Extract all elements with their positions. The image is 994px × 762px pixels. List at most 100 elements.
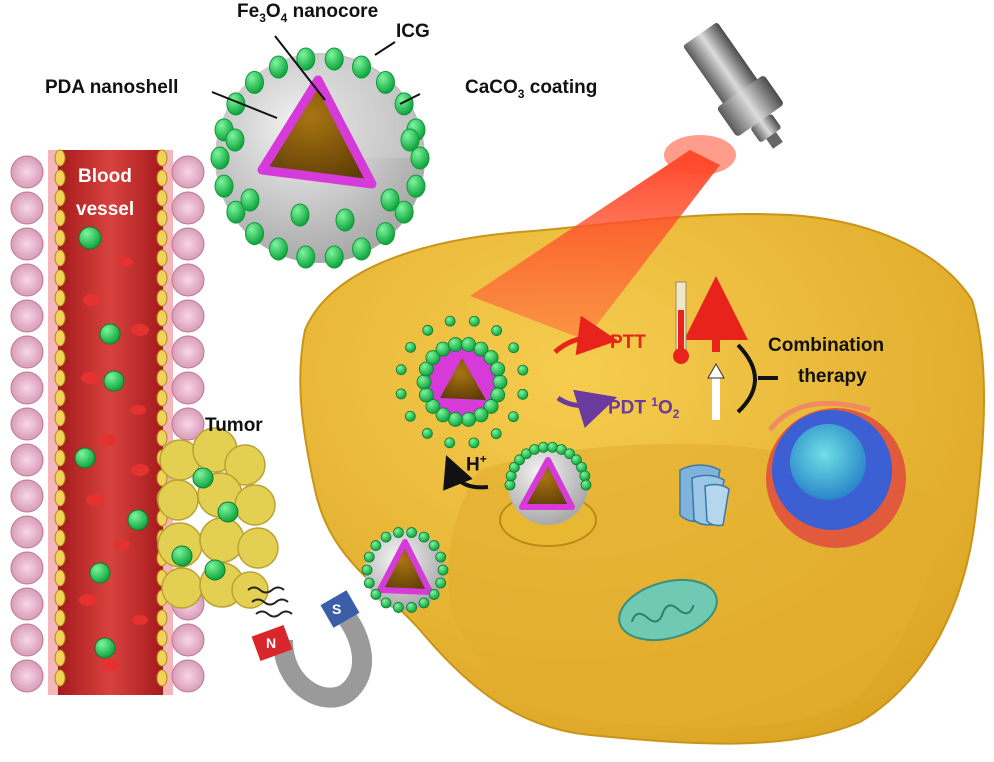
mitochondrion	[618, 579, 718, 641]
icg-dot	[418, 531, 430, 543]
endothelial-cell	[54, 529, 66, 547]
endothelial-cell	[54, 249, 66, 267]
endothelial-cell	[54, 489, 66, 507]
icg-dot	[468, 437, 480, 449]
icg-dot	[418, 387, 434, 403]
icg-dot	[245, 222, 265, 246]
endothelial-cell	[156, 669, 168, 687]
red-blood-cells-in-vessel	[79, 257, 149, 671]
icg-dot	[380, 188, 400, 212]
cell-outside-vessel	[171, 371, 205, 405]
icg-dot	[538, 441, 549, 453]
endothelial-cell	[156, 189, 168, 207]
icg-dot	[375, 222, 395, 246]
endothelial-cell	[156, 209, 168, 227]
icg-dot	[473, 407, 489, 423]
endothelial-cell	[54, 349, 66, 367]
endothelial-cell	[156, 269, 168, 287]
icg-dot	[268, 55, 288, 79]
icg-dot	[425, 350, 441, 365]
icg-dot	[393, 602, 404, 613]
icg-dot	[394, 92, 414, 116]
cell-outside-vessel	[10, 299, 44, 333]
icg-dot	[579, 470, 591, 482]
magnet-icon	[247, 586, 373, 708]
icg-dot	[363, 551, 375, 563]
nanoparticle-releasing	[395, 315, 529, 449]
cell-outside-vessel	[171, 191, 205, 225]
icg-dot	[444, 437, 456, 449]
cell-outside-vessel	[10, 659, 44, 693]
blood-label: Blood	[78, 166, 132, 187]
endothelial-cell	[156, 249, 168, 267]
tumor-mass	[157, 427, 279, 609]
laser-beam	[470, 135, 736, 340]
cell-outside-vessel	[10, 443, 44, 477]
endothelial-cell	[54, 429, 66, 447]
icg-dot	[448, 337, 463, 352]
icg-dot	[461, 412, 476, 427]
vessel-label: vessel	[76, 199, 135, 220]
endothelial-cell	[156, 349, 168, 367]
icg-dot	[380, 597, 392, 609]
endothelial-cell	[54, 449, 66, 467]
icg-dot	[406, 602, 417, 613]
cell-outside-vessel	[10, 191, 44, 225]
icg-dot	[393, 527, 404, 538]
magnet-s-label: S	[332, 601, 342, 617]
icg-dot	[240, 188, 260, 212]
magnet-n-label: N	[266, 635, 277, 651]
icg-dot	[508, 461, 520, 473]
nanoparticles-in-vessel	[74, 226, 149, 659]
icg-dot	[375, 70, 395, 94]
tumor-label: Tumor	[205, 415, 263, 436]
icg-dot	[361, 564, 373, 576]
icg-dot	[468, 315, 480, 327]
icg-dot	[405, 341, 416, 353]
endothelial-cell	[156, 409, 168, 427]
icg-dot	[226, 92, 246, 116]
icg-dot	[290, 203, 310, 227]
cell-outside-vessel	[10, 155, 44, 189]
endothelial-cell	[54, 289, 66, 307]
cell-outside-vessel	[10, 515, 44, 549]
endothelial-cell	[156, 169, 168, 187]
icg-dot	[422, 324, 434, 336]
endothelial-cell	[54, 329, 66, 347]
icg-dot	[394, 200, 414, 224]
endothelial-cell	[54, 389, 66, 407]
icg-dot	[418, 361, 434, 377]
endothelial-cell	[54, 649, 66, 667]
cell-outside-vessel	[171, 335, 205, 369]
icg-dot	[225, 128, 245, 152]
golgi-apparatus	[679, 464, 730, 527]
icg-dot	[418, 597, 430, 609]
endothelial-cell	[156, 629, 168, 647]
icg-dot	[324, 47, 344, 71]
icg-dot	[352, 55, 372, 79]
icg-dot	[435, 407, 451, 423]
icg-dot	[324, 245, 344, 269]
endothelial-cell	[156, 369, 168, 387]
endothelial-cell	[54, 549, 66, 567]
icg-dot	[491, 325, 503, 336]
icg-dot	[406, 527, 417, 538]
endothelial-cell	[54, 569, 66, 587]
icg-dot	[268, 237, 288, 261]
icg-dot	[564, 448, 575, 460]
cell-outside-vessel	[10, 587, 44, 621]
icg-dot	[226, 200, 246, 224]
icg-dot	[504, 479, 516, 491]
thermometer-icon	[673, 281, 689, 364]
laser-device-icon	[683, 23, 783, 149]
endothelial-cell	[54, 169, 66, 187]
endothelial-cell	[54, 669, 66, 687]
h-plus-label: H+	[466, 452, 487, 476]
cell-outside-vessel	[171, 659, 205, 693]
nanoparticle-free	[361, 527, 449, 613]
icg-dot	[435, 341, 451, 357]
icg-dot	[437, 564, 449, 576]
endothelial-cell	[54, 609, 66, 627]
icg-label: ICG	[396, 21, 430, 42]
